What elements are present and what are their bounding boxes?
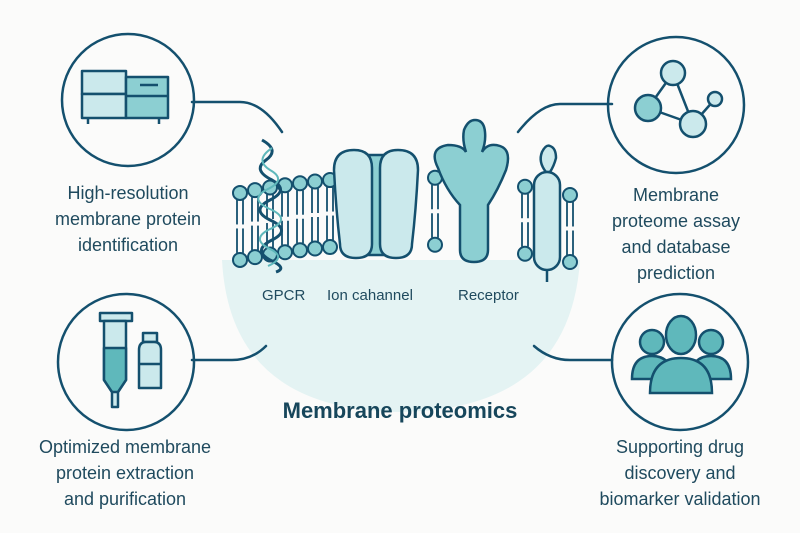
lipid-head — [232, 251, 248, 268]
background-blob — [222, 260, 580, 412]
feature-circle-bottom-left — [56, 292, 196, 432]
lipid-head — [517, 178, 533, 195]
feature-circle-top-right — [606, 35, 746, 175]
receptor-label: Receptor — [458, 287, 519, 304]
connector-bottom-right — [532, 344, 614, 362]
lipid-head — [517, 245, 533, 262]
ion-channel — [332, 148, 420, 260]
lipid-head — [247, 182, 263, 199]
feature-label-top-left: High-resolution membrane protein identif… — [54, 183, 202, 255]
lipid-head — [247, 249, 263, 266]
diagram-title: Membrane proteomics — [282, 398, 518, 423]
lipid-head — [307, 240, 323, 257]
lipid-head — [277, 244, 293, 261]
lipid-bilayer — [232, 169, 578, 270]
lipid-head — [322, 239, 338, 256]
tube-and-vial-icon — [98, 311, 163, 409]
connector-top-left — [190, 100, 284, 134]
lipid-head — [562, 187, 578, 203]
network-nodes-icon — [633, 59, 724, 139]
lipid-head — [292, 175, 308, 192]
transmembrane-protein — [532, 144, 562, 282]
feature-label-top-right: Membrane proteome assay and database pre… — [611, 185, 741, 283]
feature-circle-top-left — [60, 32, 196, 168]
feature-label-bottom-right: Supporting drug discovery and biomarker … — [599, 437, 761, 509]
receptor — [433, 118, 510, 264]
gpcr-label: GPCR — [262, 287, 306, 304]
feature-circle-bottom-right — [610, 292, 750, 432]
ion-channel-label: Ion cahannel — [327, 287, 413, 304]
lipid-head — [232, 184, 248, 201]
lipid-head — [292, 242, 308, 259]
lipid-head — [562, 254, 578, 270]
sequencer-instrument-icon — [80, 69, 170, 124]
feature-label-bottom-left: Optimized membrane protein extraction an… — [38, 437, 212, 509]
connector-bottom-left — [190, 344, 268, 362]
lipid-head — [427, 236, 443, 253]
people-group-icon — [630, 314, 733, 395]
connector-top-right — [516, 102, 614, 134]
gpcr-helix — [257, 138, 283, 274]
lipid-head — [307, 173, 323, 190]
